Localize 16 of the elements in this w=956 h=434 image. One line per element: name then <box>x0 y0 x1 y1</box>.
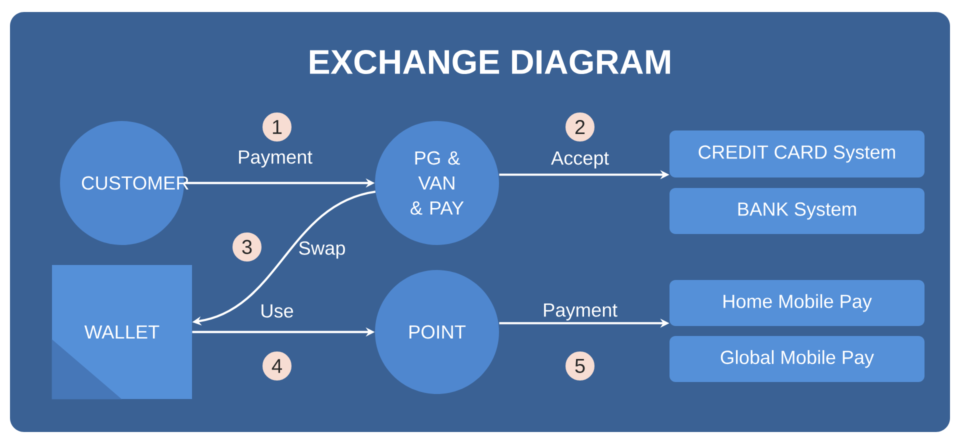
edge-label: Payment <box>544 304 618 320</box>
system-box: CREDIT CARD System <box>670 130 924 178</box>
title: EXCHANGE DIAGRAM <box>310 50 670 74</box>
edge-label: Accept <box>551 152 609 168</box>
callout-number: 3 <box>232 232 262 262</box>
edge-label: Use <box>262 304 294 318</box>
callout-number: 1 <box>262 112 292 142</box>
callout-number: 5 <box>564 350 596 382</box>
system-box: Global Mobile Pay <box>670 336 924 382</box>
callout-number: 2 <box>564 112 596 142</box>
system-box: Home Mobile Pay <box>670 280 924 326</box>
callout-number: 4 <box>262 350 292 382</box>
system-box: BANK System <box>670 188 924 234</box>
wallet-square: WALLET <box>52 265 192 400</box>
edge-label: Swap <box>299 241 345 259</box>
edge-label: Payment <box>239 150 312 168</box>
